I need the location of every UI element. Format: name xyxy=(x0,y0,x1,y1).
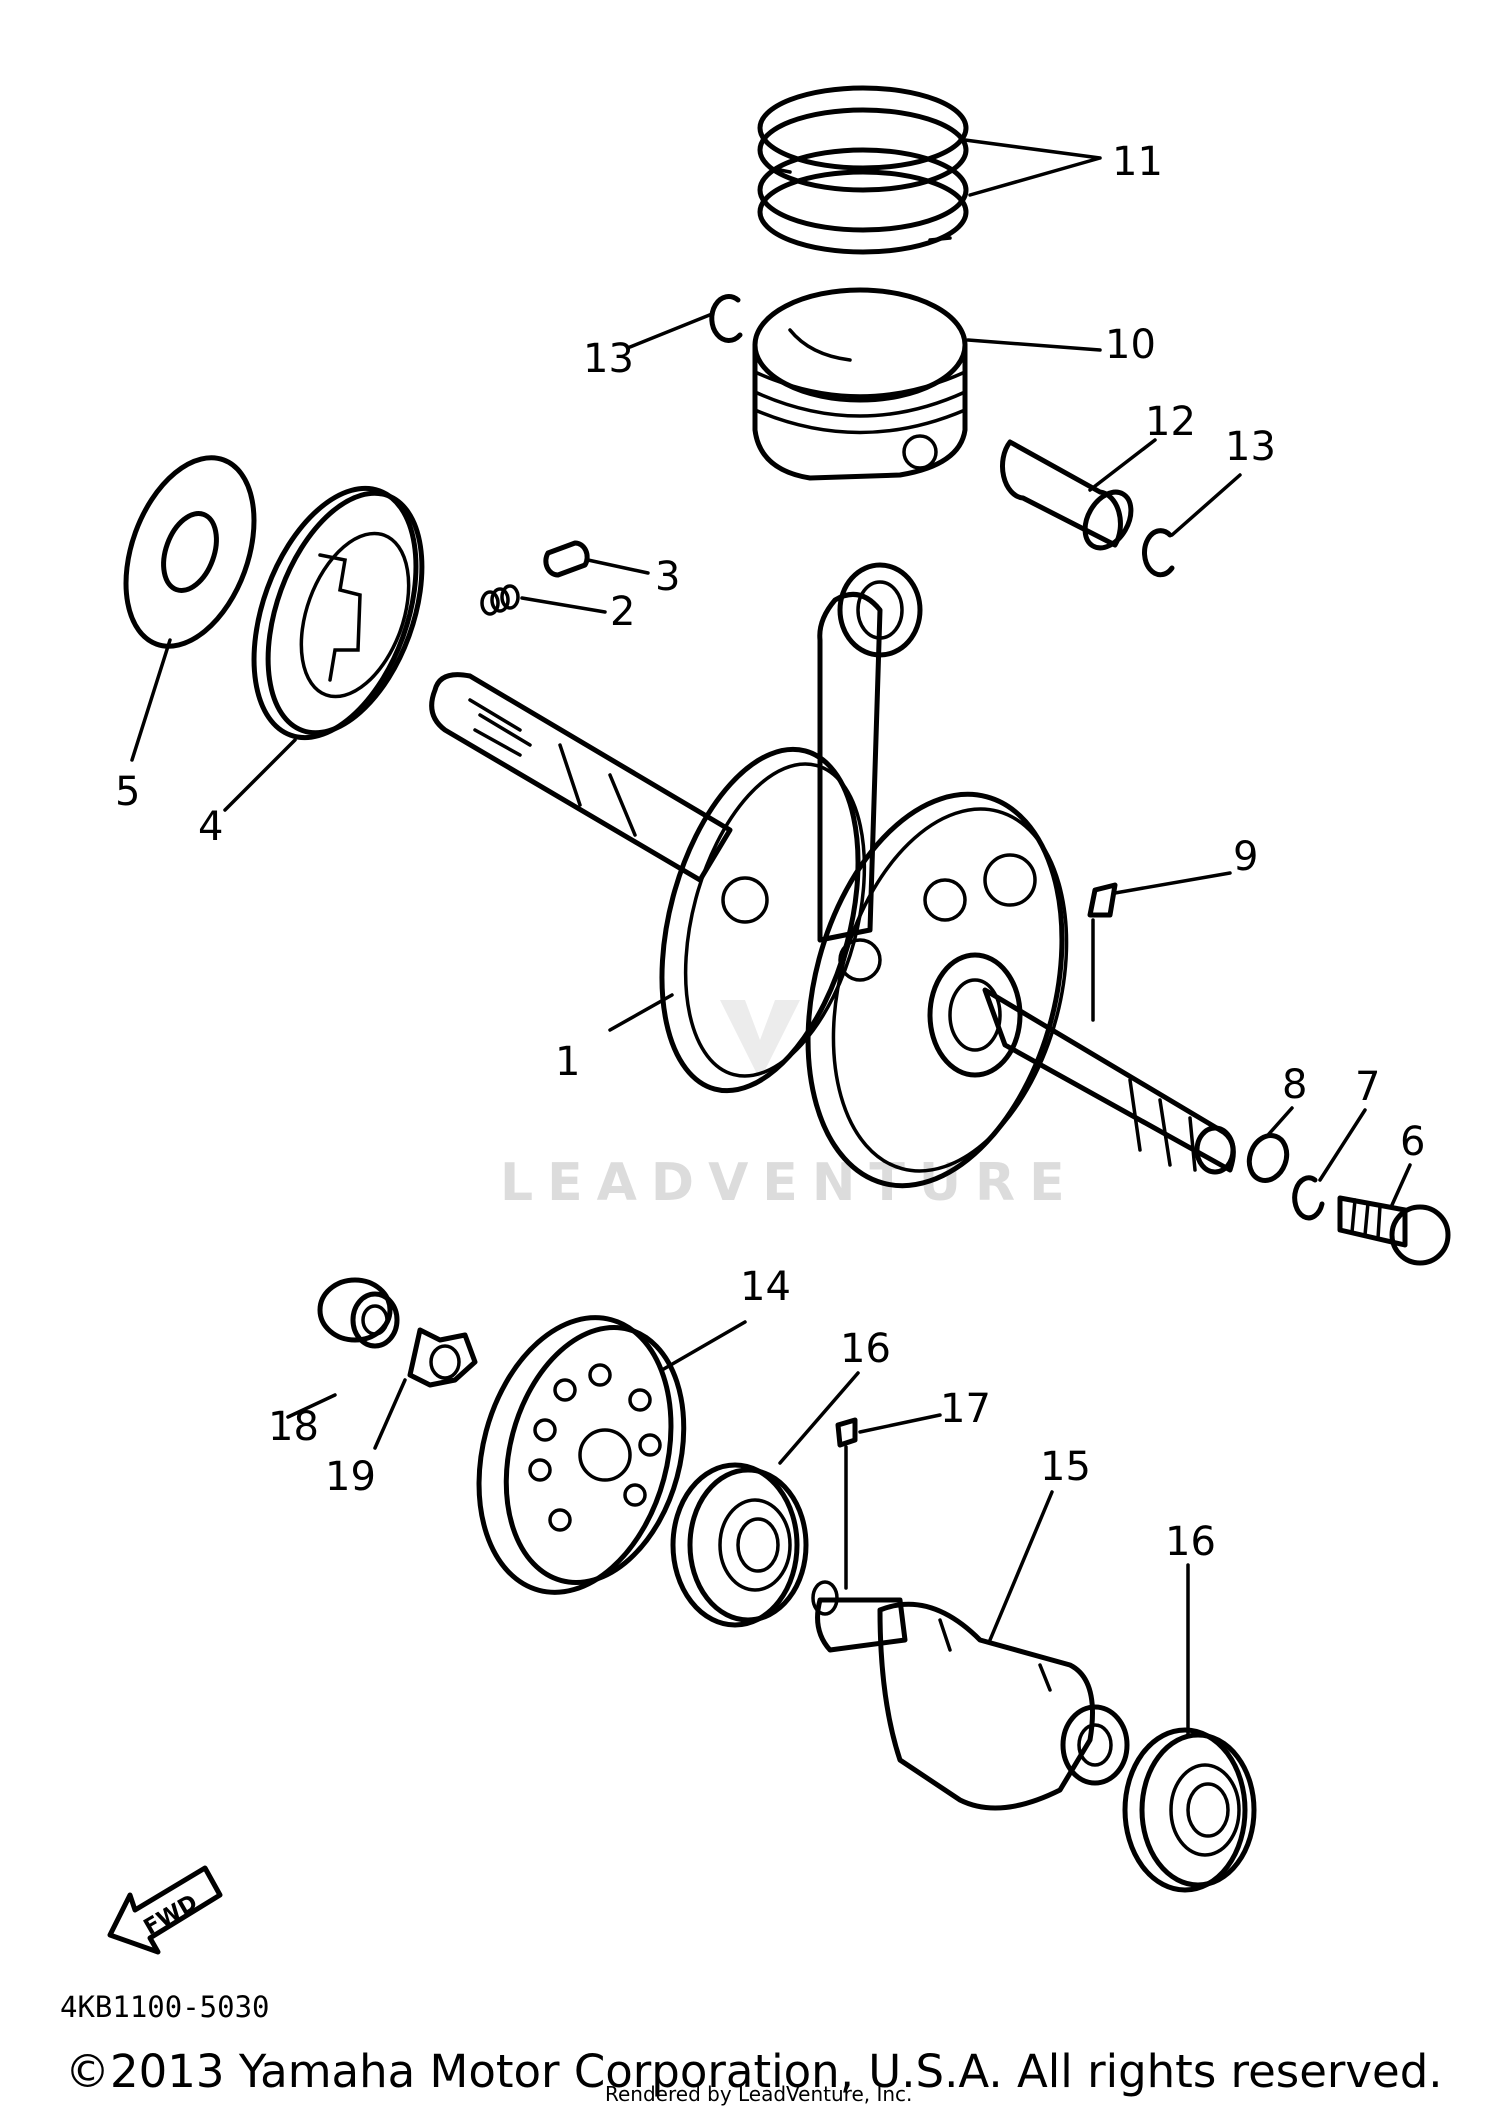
callout-8: 8 xyxy=(1282,1062,1307,1108)
forward-arrow-icon: FWD xyxy=(107,1865,223,1955)
piston-rings[interactable] xyxy=(757,85,969,255)
callout-14: 14 xyxy=(740,1264,791,1310)
washer[interactable] xyxy=(1243,1130,1293,1186)
bearing-left[interactable] xyxy=(670,1462,809,1628)
rendered-by-notice: Rendered by LeadVenture, Inc. xyxy=(605,2082,912,2106)
piston[interactable] xyxy=(752,287,968,481)
callout-2: 2 xyxy=(610,589,635,635)
callout-13b: 13 xyxy=(1225,424,1276,470)
callout-12: 12 xyxy=(1145,399,1196,445)
nut[interactable] xyxy=(317,1277,400,1349)
circlip[interactable] xyxy=(1292,1175,1325,1221)
callout-17: 17 xyxy=(940,1386,991,1432)
callout-5: 5 xyxy=(115,769,140,815)
pin[interactable] xyxy=(543,540,590,578)
bearing-right[interactable] xyxy=(1122,1727,1257,1893)
piston-pin-clip-right[interactable] xyxy=(1142,528,1175,578)
crankshaft-assembly[interactable] xyxy=(429,562,1236,1214)
callout-10: 10 xyxy=(1105,322,1156,368)
piston-pin-clip-left[interactable] xyxy=(709,294,743,343)
copyright-notice: ©2013 Yamaha Motor Corporation, U.S.A. A… xyxy=(65,2045,1443,2098)
bolt[interactable] xyxy=(1337,1195,1451,1266)
thrust-washer[interactable] xyxy=(102,440,278,664)
callout-19: 19 xyxy=(325,1454,376,1500)
callout-6: 6 xyxy=(1400,1119,1425,1165)
callout-labels: 1 2 3 4 5 6 7 8 9 10 11 12 13 13 14 15 1… xyxy=(115,139,1425,1565)
callout-7: 7 xyxy=(1355,1064,1380,1110)
callout-11: 11 xyxy=(1112,139,1163,185)
balancer-drive-gear[interactable] xyxy=(450,1296,711,1614)
leader-lines xyxy=(130,138,1412,1737)
callout-16b: 16 xyxy=(1165,1519,1216,1565)
callout-9: 9 xyxy=(1233,834,1258,880)
callout-4: 4 xyxy=(198,804,223,850)
forward-arrow-label: FWD xyxy=(140,1890,202,1940)
lock-washer[interactable] xyxy=(407,1327,478,1388)
balancer-shaft[interactable] xyxy=(811,1580,1130,1811)
watermark-text: LEADVENTURE xyxy=(500,1153,1079,1213)
woodruff-key[interactable] xyxy=(1087,882,1118,918)
callout-16a: 16 xyxy=(840,1326,891,1372)
callout-1: 1 xyxy=(555,1039,580,1085)
callout-3: 3 xyxy=(655,554,680,600)
callout-18: 18 xyxy=(268,1404,319,1450)
callout-15: 15 xyxy=(1040,1444,1091,1490)
primary-gear[interactable] xyxy=(223,466,452,760)
callout-13a: 13 xyxy=(583,336,634,382)
watermark-logo: LEADVENTURE xyxy=(500,1000,1079,1213)
piston-pin[interactable] xyxy=(1000,439,1140,556)
diagram-code: 4KB1100-5030 xyxy=(60,1990,270,2024)
balancer-key[interactable] xyxy=(835,1417,858,1448)
spring[interactable] xyxy=(480,584,520,616)
